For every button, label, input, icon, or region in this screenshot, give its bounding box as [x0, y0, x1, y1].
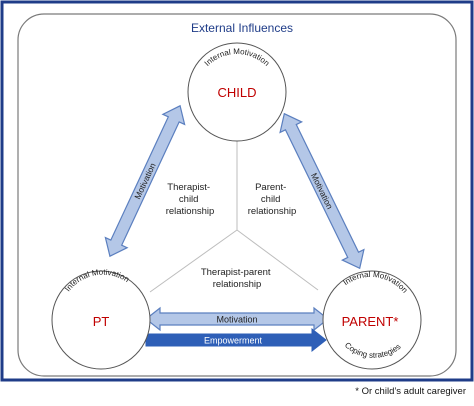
empowerment-arrow: Empowerment [145, 327, 327, 353]
therapist-child-line-2: child [179, 194, 199, 205]
divider-left [149, 229, 238, 293]
parent-child-label: Parent- child relationship [248, 182, 297, 217]
parent-child-line-1: Parent- [255, 182, 286, 193]
pt-parent-label: Motivation [216, 315, 257, 325]
parent-child-line-2: child [261, 194, 281, 205]
parent-label: PARENT* [342, 314, 399, 329]
empowerment-label: Empowerment [204, 336, 263, 346]
therapist-parent-label: Therapist-parent relationship [201, 267, 273, 290]
parent-node: Internal Motivation PARENT* Coping strat… [322, 270, 422, 370]
parent-child-line-3: relationship [248, 206, 297, 217]
therapist-child-line-1: Therapist- [167, 182, 210, 193]
therapist-parent-line-1: Therapist-parent [201, 267, 271, 278]
divider-right [236, 229, 319, 291]
external-influences-box [17, 13, 457, 377]
therapist-parent-line-2: relationship [213, 279, 262, 290]
child-node: Internal Motivation CHILD [187, 42, 287, 142]
footnote: * Or child’s adult caregiver [355, 386, 466, 397]
therapist-child-label: Therapist- child relationship [166, 182, 215, 217]
child-label: CHILD [217, 85, 256, 100]
therapist-child-line-3: relationship [166, 206, 215, 217]
pt-label: PT [93, 314, 110, 329]
frame-title: External Influences [191, 21, 293, 35]
